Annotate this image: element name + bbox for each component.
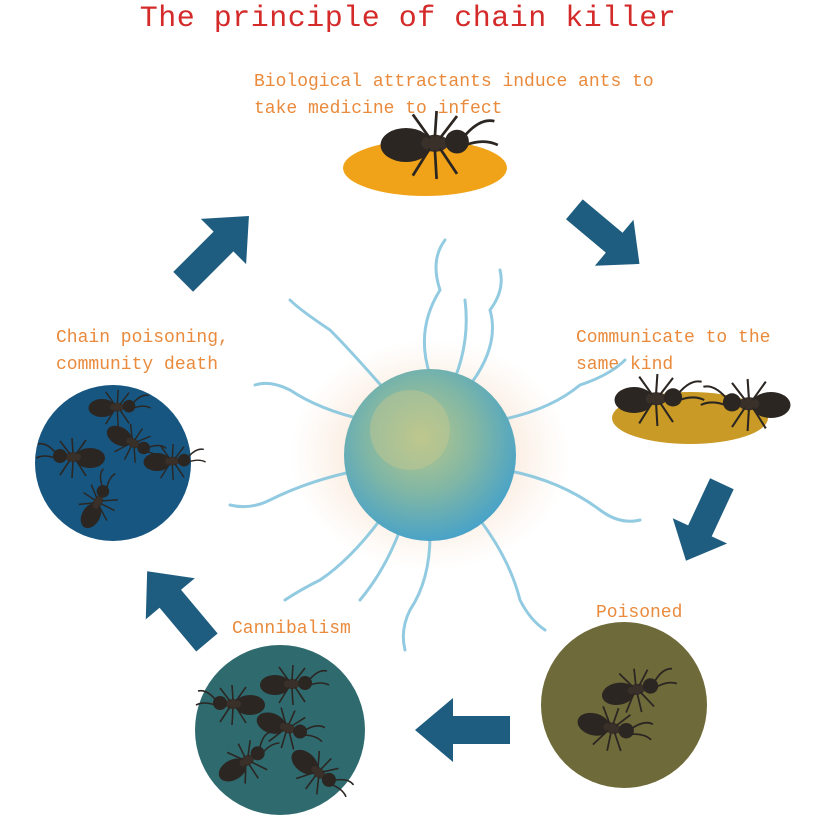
arrow-icon — [145, 199, 734, 762]
page-title: The principle of chain killer — [139, 2, 677, 36]
step-image-attractants — [343, 109, 507, 196]
spore-icon — [228, 238, 642, 652]
step-label-communicate: Communicate to the same kind — [576, 328, 771, 375]
step-label-cannibalism: Cannibalism — [232, 619, 351, 639]
step-label-poisoned: Poisoned — [596, 603, 683, 623]
step-image-community-death — [35, 385, 207, 541]
step-image-communicate — [612, 372, 792, 444]
step-image-cannibalism — [195, 645, 365, 815]
step-image-poisoned — [541, 622, 707, 788]
step-label-attractants: Biological attractants induce ants to ta… — [254, 72, 654, 119]
step-label-community-death: Chain poisoning, community death — [56, 328, 229, 375]
